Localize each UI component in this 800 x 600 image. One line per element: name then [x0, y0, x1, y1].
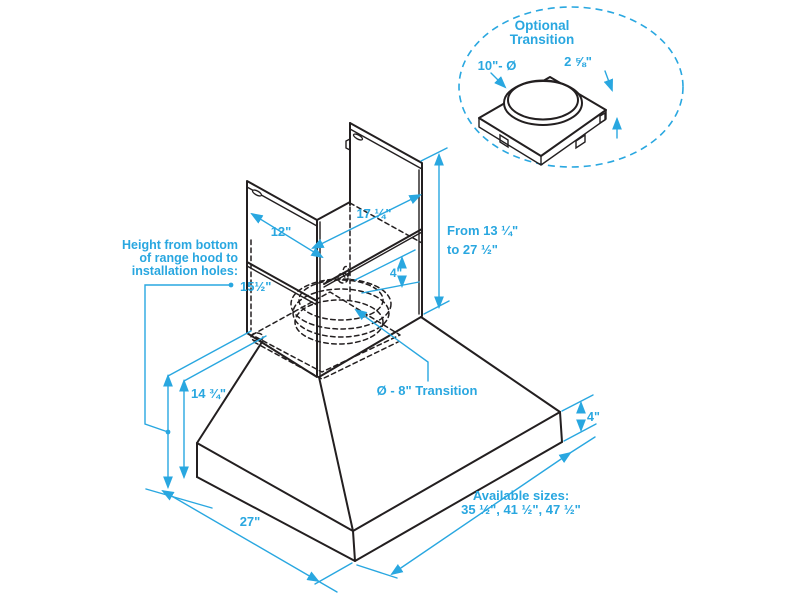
dim-label-base-height: 4"	[587, 410, 600, 424]
ext-lines-hood-depth	[314, 562, 353, 593]
base-corner-edges	[196, 411, 563, 562]
dim-label-hood-depth: 27"	[240, 514, 261, 529]
collar-hidden-outer	[290, 278, 392, 330]
detail-bubble-circle	[458, 6, 684, 168]
collar-hidden-inner	[298, 279, 384, 321]
dim-line-duct-width	[311, 194, 422, 249]
optional-transition-detail: Optional Transition 10"- Ø 2 ⅝"	[458, 6, 684, 168]
duct-back-top-edge	[316, 201, 351, 221]
transition-plate-drawing	[478, 76, 607, 166]
plate-tab-corner	[599, 111, 606, 125]
plate-tab-right	[575, 133, 586, 150]
dim-label-height-range-2: to 27 ½"	[447, 242, 498, 257]
dim-line-hood-depth	[161, 489, 320, 583]
hidden-transition-drawing	[250, 272, 401, 380]
height-note-line1: Height from bottom	[122, 238, 238, 252]
installation-hole-right	[352, 133, 364, 141]
dim-label-duct-width: 17 ¼"	[356, 206, 391, 221]
installation-hole-left	[251, 189, 263, 197]
dimension-annotations: 12" 17 ¼" From 13 ¼" to 27 ½" 4" Height …	[122, 147, 600, 593]
collar-inner-ring	[507, 79, 579, 121]
ext-lines-height-range	[420, 147, 450, 315]
duct-right-panel	[349, 122, 423, 317]
detail-title-line1: Optional	[515, 18, 570, 33]
leader-bullet	[228, 282, 234, 288]
duct-seam-left	[246, 261, 318, 302]
available-sizes-values: 35 ½", 41 ½", 47 ½"	[461, 502, 581, 517]
transition-label: Ø - 8" Transition	[377, 383, 478, 398]
dim-label-collar-gap: 4"	[390, 266, 402, 280]
detail-thickness-label: 2 ⅝"	[564, 54, 592, 69]
hidden-slot	[342, 265, 350, 279]
ext-lines-collar	[354, 249, 420, 294]
dim-line-duct-depth	[250, 212, 324, 259]
transition-plate-hidden	[251, 291, 401, 373]
canopy-ridge-right	[420, 316, 561, 413]
diameter-leader-arrow	[490, 72, 507, 89]
leader-line-transition	[354, 308, 429, 382]
height-note-line3: installation holes:	[132, 264, 238, 278]
leader-line-install-height	[144, 284, 230, 433]
dim-line-available-sizes	[390, 451, 572, 576]
height-note-value: 15½"	[240, 279, 271, 294]
detail-title-line2: Transition	[510, 32, 575, 47]
canopy-ridge-front	[318, 376, 354, 532]
hidden-keyhole	[337, 272, 349, 284]
dim-label-duct-depth: 12"	[271, 224, 292, 239]
plate-tab-left	[499, 133, 509, 149]
canopy-ridge-left	[196, 341, 263, 444]
dim-label-canopy-height: 14 ¾"	[191, 386, 226, 401]
available-sizes-label: Available sizes:	[473, 488, 569, 503]
height-note-line2: of range hood to	[139, 251, 238, 265]
ext-lines-available-sizes	[356, 436, 596, 579]
thickness-arrow-top	[603, 70, 613, 92]
detail-diameter-label: 10"- Ø	[478, 58, 517, 73]
dim-label-height-range-1: From 13 ¼"	[447, 223, 518, 238]
duct-notch	[345, 138, 351, 151]
canopy-top-front-edge	[318, 316, 422, 378]
